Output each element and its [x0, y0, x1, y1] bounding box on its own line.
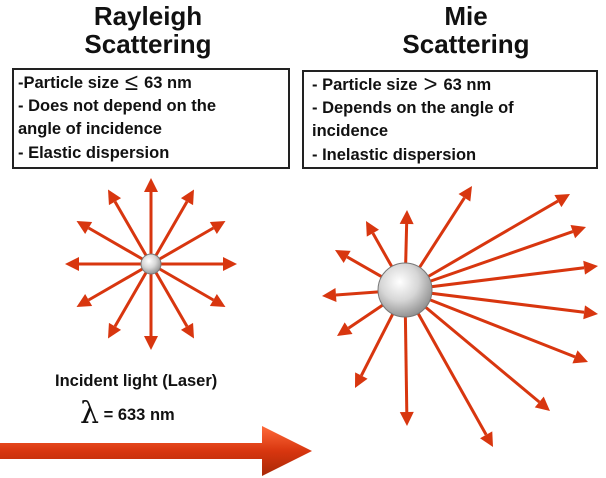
- rayleigh-title: Rayleigh Scattering: [8, 2, 288, 58]
- scatter-arrow-shaft: [87, 226, 152, 266]
- size-value: 63 nm: [144, 74, 192, 92]
- scatter-arrow-head: [76, 293, 93, 307]
- rayleigh-title-line2: Scattering: [84, 29, 212, 59]
- size-value: 63 nm: [443, 76, 492, 94]
- scatter-arrow-head: [108, 189, 122, 206]
- rayleigh-line4: - Elastic dispersion: [18, 143, 170, 162]
- rayleigh-title-line1: Rayleigh: [93, 1, 203, 31]
- scatter-arrow-head: [180, 189, 194, 206]
- scatter-arrow-head: [572, 350, 588, 364]
- scatter-arrow-shaft: [404, 230, 574, 292]
- mie-line2: - Depends on the angle of: [312, 98, 514, 117]
- scatter-arrow-shaft: [403, 289, 488, 436]
- scatter-arrow-head: [144, 336, 158, 350]
- wavelength-value: = 633 nm: [103, 406, 175, 424]
- scatter-arrow-shaft: [404, 288, 576, 359]
- scatter-arrow-head: [355, 372, 368, 388]
- mie-particle: [377, 262, 433, 318]
- scatter-arrow-head: [583, 305, 598, 320]
- scatter-arrow-shaft: [149, 263, 189, 328]
- scatter-arrow-head: [554, 194, 570, 208]
- scatter-arrow-head: [180, 322, 194, 339]
- rayleigh-scatter-arrows: [65, 178, 237, 350]
- scatter-arrow-head: [65, 257, 79, 271]
- mie-properties-box: - Particle size >63 nm - Depends on the a…: [302, 70, 598, 169]
- incident-laser-arrow: [0, 426, 312, 476]
- mie-title: Mie Scattering: [326, 2, 606, 58]
- scatter-arrow-shaft: [87, 262, 152, 302]
- scatter-arrow-head: [534, 396, 550, 411]
- rayleigh-properties-box: -Particle size ≤63 nm - Does not depend o…: [12, 68, 290, 169]
- scatter-arrow-head: [335, 250, 351, 264]
- scatter-arrow-shaft: [150, 262, 215, 302]
- rayleigh-particle: [140, 253, 162, 275]
- scatter-arrow-head: [399, 411, 414, 426]
- greater-than-symbol: >: [423, 71, 438, 98]
- scatter-arrow-head: [480, 431, 493, 447]
- scatter-arrow-shaft: [113, 200, 153, 265]
- mie-title-line2: Scattering: [402, 29, 530, 59]
- scatter-arrow-head: [337, 322, 353, 336]
- scatter-arrow-head: [322, 288, 337, 302]
- scatter-arrow-shaft: [404, 266, 585, 292]
- mie-size-line: - Particle size >63 nm: [312, 73, 592, 97]
- mie-scatter-arrows: [322, 186, 598, 447]
- scatter-arrow-head: [223, 257, 237, 271]
- scatter-arrow-head: [583, 260, 598, 275]
- scatter-arrow-shaft: [404, 288, 585, 314]
- rayleigh-size-line: -Particle size ≤63 nm: [18, 71, 284, 95]
- rayleigh-line2: - Does not depend on the: [18, 96, 216, 115]
- scatter-arrow-shaft: [113, 263, 153, 328]
- scatter-arrow-head: [366, 221, 379, 237]
- scatter-arrow-head: [108, 322, 122, 339]
- scatter-arrow-shaft: [150, 226, 215, 266]
- mie-line3: incidence: [312, 122, 389, 140]
- scatter-arrow-head: [570, 224, 586, 239]
- scatter-arrow-head: [399, 210, 414, 225]
- scatter-arrow-head: [144, 178, 158, 192]
- lambda-symbol: λ: [80, 396, 100, 431]
- mie-line4: - Inelastic dispersion: [312, 145, 477, 164]
- rayleigh-line3: angle of incidence: [18, 120, 162, 138]
- scatter-arrow-shaft: [404, 199, 559, 292]
- scatter-arrow-head: [76, 221, 93, 235]
- scatter-arrow-shaft: [404, 288, 541, 404]
- mie-title-line1: Mie: [444, 1, 488, 31]
- scatter-arrow-head: [209, 221, 226, 235]
- scatter-arrow-shaft: [149, 200, 189, 265]
- scatter-arrow-head: [209, 293, 226, 307]
- scatter-arrow-head: [458, 186, 472, 202]
- size-label: -Particle size: [18, 74, 119, 92]
- incident-light-label: Incident light (Laser): [55, 372, 218, 390]
- size-label: - Particle size: [312, 76, 418, 94]
- less-equal-symbol: ≤: [124, 69, 139, 96]
- wavelength-label: λ = 633 nm: [80, 396, 175, 431]
